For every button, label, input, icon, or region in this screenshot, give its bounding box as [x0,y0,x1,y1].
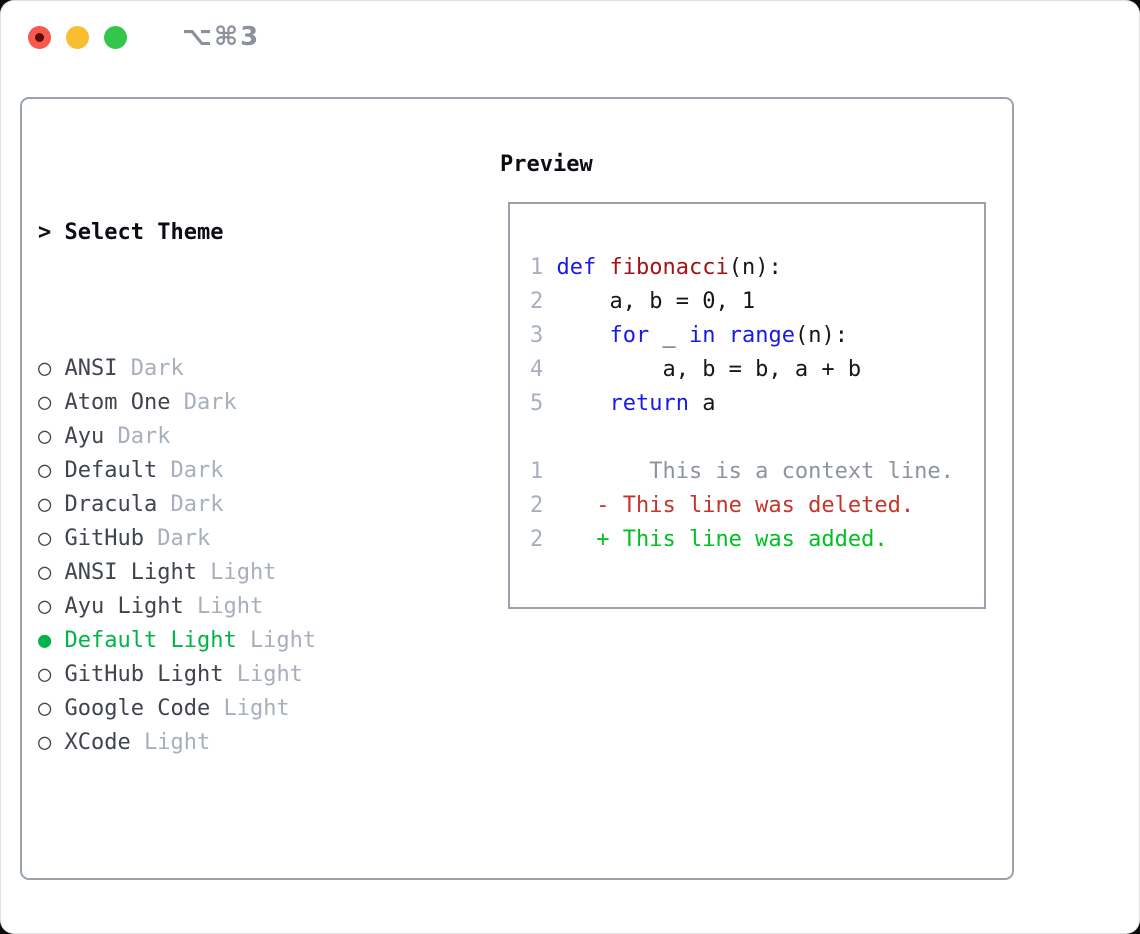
code-line: 4 a, b = b, a + b [530,357,862,382]
line-number: 2 [530,289,544,314]
code-line: 1 This is a context line. [530,459,954,484]
zoom-button[interactable] [104,26,127,49]
theme-option[interactable]: ○ Atom One Dark [38,386,409,420]
line-number: 1 [530,459,544,484]
radio-unselected-icon: ○ [38,594,52,619]
option-label: Default [64,458,158,483]
theme-option[interactable]: ○ Ayu Dark [38,420,409,454]
preview-section: Preview 1 def fibonacci(n): 2 a, b = 0, 1… [500,148,986,609]
code-line: 2 + This line was added. [530,527,888,552]
radio-unselected-icon: ○ [38,560,52,585]
radio-unselected-icon: ○ [38,696,52,721]
option-label: ANSI Light [64,560,197,585]
code-line [530,421,984,455]
radio-selected-icon: ● [38,628,52,653]
line-number: 2 [530,493,544,518]
theme-selector-panel: > Select Theme ○ ANSI Dark○ Atom One Dar… [20,97,1014,880]
theme-option[interactable]: ○ GitHub Light Light [38,658,409,692]
code-line: 1 def fibonacci(n): [530,255,782,280]
option-label: Default Light [64,628,237,653]
option-tag: Dark [170,492,224,517]
option-tag: Dark [130,356,184,381]
option-label: Dracula [64,492,158,517]
option-tag: Light [249,628,317,653]
titlebar: ⌥⌘3 [28,22,261,52]
option-tag: Light [236,662,303,687]
radio-unselected-icon: ○ [38,424,52,449]
select-theme-header: > Select Theme [38,216,409,250]
option-label: Atom One [64,390,171,415]
line-number: 3 [530,323,544,348]
radio-unselected-icon: ○ [38,526,52,551]
radio-unselected-icon: ○ [38,390,52,415]
option-tag: Light [143,730,211,755]
theme-selector-left-column: > Select Theme ○ ANSI Dark○ Atom One Dar… [38,148,409,934]
theme-option[interactable]: ○ ANSI Dark [38,352,409,386]
option-tag: Light [210,560,277,585]
theme-option[interactable]: ○ Dracula Dark [38,488,409,522]
preview-code-box: 1 def fibonacci(n): 2 a, b = 0, 1 3 for _ … [508,202,986,609]
theme-option[interactable]: ○ Google Code Light [38,692,409,726]
option-label: Google Code [64,696,211,721]
option-tag: Dark [117,424,171,449]
code-line: 2 a, b = 0, 1 [530,289,756,314]
line-number: 1 [530,255,544,280]
code-line: 2 - This line was deleted. [530,493,915,518]
option-label: ANSI [64,356,118,381]
theme-option[interactable]: ○ ANSI Light Light [38,556,409,590]
line-number: 2 [530,527,544,552]
theme-option[interactable]: ● Default Light Light [38,624,409,658]
option-tag: Dark [170,458,224,483]
close-dot-icon [35,33,44,42]
option-label: GitHub [64,526,144,551]
theme-option[interactable]: ○ Ayu Light Light [38,590,409,624]
theme-option[interactable]: ○ Default Dark [38,454,409,488]
radio-unselected-icon: ○ [38,458,52,483]
line-number: 5 [530,391,544,416]
option-tag: Light [223,696,290,721]
theme-option[interactable]: ○ GitHub Dark [38,522,409,556]
focus-arrow-icon: > [38,220,65,245]
line-number: 4 [530,357,544,382]
radio-unselected-icon: ○ [38,662,52,687]
minimize-button[interactable] [66,26,89,49]
theme-option[interactable]: ○ XCode Light [38,726,409,760]
radio-unselected-icon: ○ [38,492,52,517]
code-line: 3 for _ in range(n): [530,323,848,348]
close-button[interactable] [28,26,51,49]
radio-unselected-icon: ○ [38,356,52,381]
spacer-row [38,862,409,896]
select-theme-title: Select Theme [64,220,224,245]
preview-title: Preview [500,152,593,177]
theme-list: ○ ANSI Dark○ Atom One Dark○ Ayu Dark○ De… [38,352,409,760]
option-label: GitHub Light [64,662,224,687]
option-label: Ayu [64,424,105,449]
window-title: ⌥⌘3 [182,22,261,52]
option-label: Ayu Light [64,594,184,619]
code-line: 5 return a [530,391,716,416]
option-tag: Dark [157,526,211,551]
radio-unselected-icon: ○ [38,730,52,755]
option-tag: Dark [183,390,237,415]
option-tag: Light [196,594,264,619]
option-label: XCode [64,730,131,755]
